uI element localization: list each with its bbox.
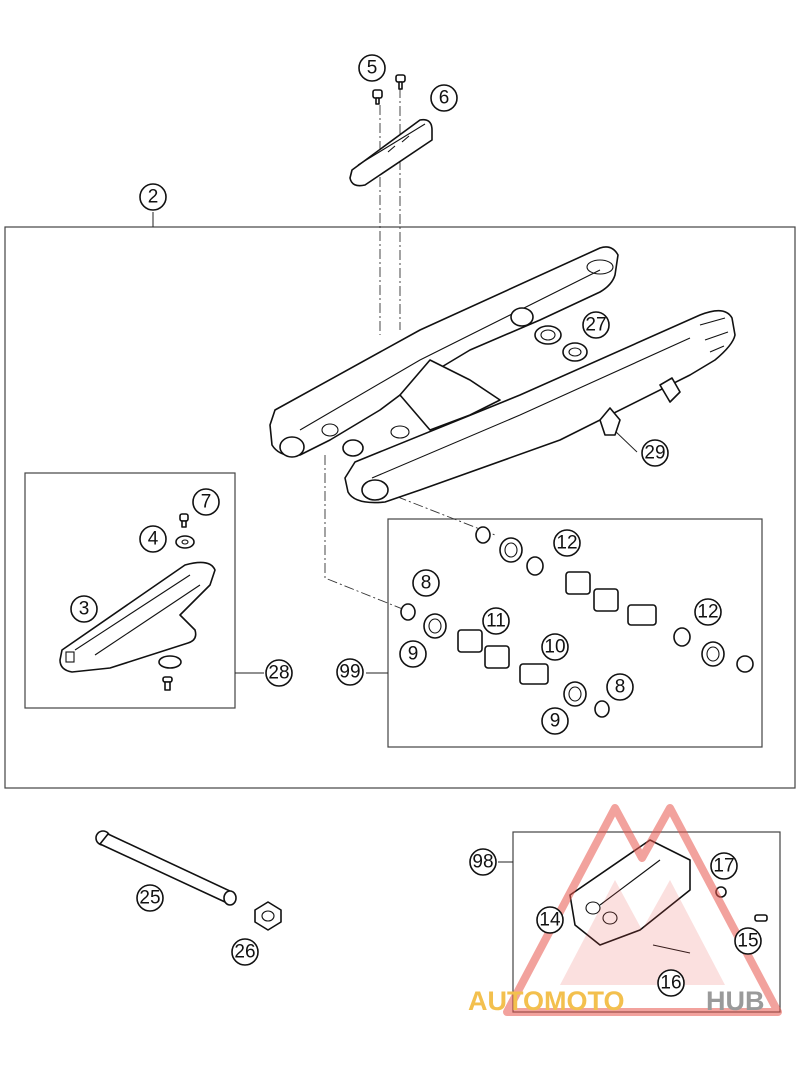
callout-26: 26 [231,938,259,966]
callout-14: 14 [536,906,564,934]
svg-text:98: 98 [472,852,493,873]
svg-text:26: 26 [234,942,255,963]
callout-3: 3 [70,595,98,623]
callout-28: 28 [265,659,293,687]
bushing-27-b [562,342,588,362]
callout-12-right: 12 [694,598,722,626]
bearing-kit-group-frame [387,518,763,748]
svg-text:12: 12 [556,533,577,554]
swingarm [269,246,736,504]
svg-text:17: 17 [713,856,734,877]
callout-8-left: 8 [412,569,440,597]
svg-text:14: 14 [539,910,561,931]
svg-text:99: 99 [339,662,360,683]
bearing-kit-parts [400,526,754,718]
chain-guide-screw [754,914,768,922]
svg-text:3: 3 [79,599,90,620]
svg-text:8: 8 [615,677,626,698]
svg-text:15: 15 [737,931,758,952]
callout-5: 5 [358,54,386,82]
watermark-logo: AUTOMOTO HUB [468,804,782,1016]
chain-slider-group-frame [24,472,236,709]
callout-29: 29 [641,439,669,467]
callout-99: 99 [336,658,364,686]
svg-text:6: 6 [439,88,450,109]
svg-text:4: 4 [148,529,159,550]
chain-guide-long-bolt [652,944,691,954]
svg-text:5: 5 [367,58,378,79]
svg-text:11: 11 [486,611,506,632]
chain-guide [569,839,691,946]
svg-text:29: 29 [644,443,665,464]
slider-washer [158,655,182,669]
callout-98: 98 [469,848,497,876]
callout-8-right: 8 [606,673,634,701]
callout-9-right: 9 [541,707,569,735]
svg-text:9: 9 [408,644,419,665]
chain-slider [59,561,216,673]
callout-17: 17 [710,852,738,880]
svg-text:16: 16 [660,973,681,994]
callout-25: 25 [136,884,164,912]
washer-4 [175,535,195,549]
swingarm-axle [95,830,237,906]
callout-15: 15 [734,927,762,955]
bolt-7 [179,513,189,528]
watermark-text-part2: HUB [706,986,765,1016]
svg-text:12: 12 [697,602,718,623]
svg-text:7: 7 [201,492,212,513]
axle-nut [254,901,282,931]
callout-10: 10 [541,633,569,661]
callout-6: 6 [430,84,458,112]
callout-9-left: 9 [399,640,427,668]
callout-7: 7 [192,488,220,516]
callout-16: 16 [657,969,685,997]
svg-text:9: 9 [550,711,561,732]
svg-text:27: 27 [585,315,606,336]
svg-text:8: 8 [421,573,432,594]
callout-12-top: 12 [553,529,581,557]
svg-text:28: 28 [268,663,289,684]
callout-2: 2 [139,183,167,211]
callout-27: 27 [582,311,610,339]
svg-text:25: 25 [139,888,160,909]
slider-bolt [162,676,173,691]
callout-11: 11 [482,607,510,635]
watermark-text-part1: AUTOMOTO [468,986,625,1016]
bolt-6-small [395,74,406,90]
chain-slider-top [349,118,433,187]
svg-text:2: 2 [148,187,159,208]
bolt-5 [372,89,383,105]
callout-4: 4 [139,525,167,553]
svg-text:10: 10 [544,637,565,658]
bushing-27-a [534,325,562,345]
